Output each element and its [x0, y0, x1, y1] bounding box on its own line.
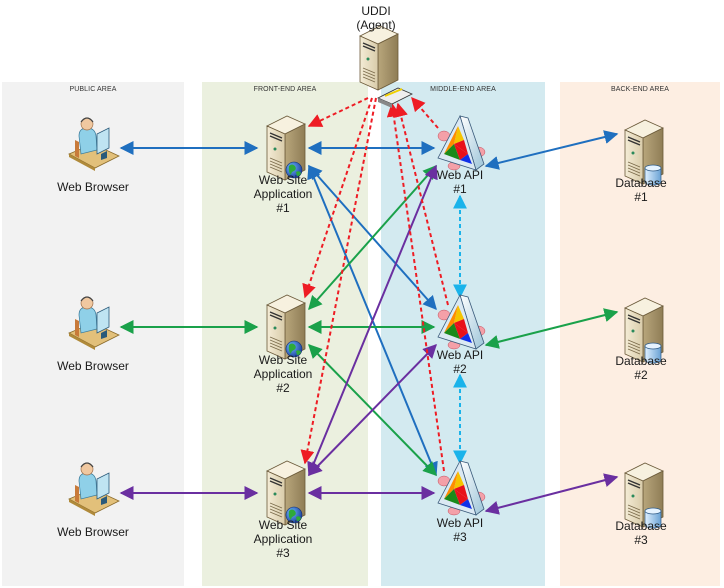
- web-api-icon-2[interactable]: [437, 293, 486, 350]
- database-cylinder-icon: [644, 507, 662, 529]
- webapp-3-label-line1: Web Site: [258, 518, 308, 532]
- connector-api-1-to-agent: [411, 96, 439, 129]
- globe-icon: [285, 506, 303, 524]
- webapp-1-label-line1: Web Site: [258, 173, 308, 187]
- webapp-2-label-line1: Web Site: [258, 353, 308, 367]
- webapp-1-label-line2: Application: [253, 187, 313, 201]
- registry-tray-icon: [377, 87, 413, 108]
- api-1-label: Web API #1: [437, 168, 483, 196]
- api-1-label-line1: Web API: [436, 168, 484, 182]
- agent-label: UDDI (Agent): [356, 4, 395, 32]
- webapp-3-label: Web Site Application #3: [254, 518, 313, 560]
- web-browser-user-icon-3[interactable]: [68, 462, 120, 516]
- db-1-label-line2: #1: [634, 190, 648, 204]
- web-browser-user-icon-2[interactable]: [68, 296, 120, 350]
- connector-api-1-to-db-1: [484, 130, 619, 170]
- connector-webapp-3-to-api-2: [308, 343, 437, 477]
- browser-3-label: Web Browser: [57, 525, 129, 539]
- db-3-label-line1: Database: [615, 519, 667, 533]
- web-api-icon-3[interactable]: [437, 459, 486, 516]
- lane-title-middle-end: MIDDLE-END AREA: [430, 86, 496, 93]
- icon-layer: [68, 25, 664, 529]
- webapp-1-label: Web Site Application #1: [254, 173, 313, 215]
- connector-layer: [119, 96, 619, 515]
- db-1-label: Database #1: [615, 176, 666, 204]
- webapp-2-label-line2: Application: [253, 367, 313, 381]
- api-3-label-line2: #3: [453, 530, 467, 544]
- db-2-label-line1: Database: [615, 354, 667, 368]
- web-browser-user-icon-1[interactable]: [68, 117, 120, 171]
- globe-icon: [285, 161, 303, 179]
- api-2-label-line1: Web API: [436, 348, 484, 362]
- db-2-label-line2: #2: [634, 368, 648, 382]
- webapp-2-label-line3: #2: [276, 381, 290, 395]
- api-2-label-line2: #2: [453, 362, 467, 376]
- globe-icon: [285, 340, 303, 358]
- connector-api-2-to-db-2: [484, 308, 619, 349]
- connector-api-3-to-db-3: [484, 473, 619, 515]
- connector-api-3-to-agent: [386, 102, 445, 472]
- web-site-application-server-icon-3[interactable]: [266, 460, 306, 526]
- browser-1-label: Web Browser: [57, 180, 129, 194]
- db-1-label-line1: Database: [615, 176, 667, 190]
- api-3-label: Web API #3: [437, 516, 483, 544]
- db-2-label: Database #2: [615, 354, 666, 382]
- web-api-icon-1[interactable]: [437, 114, 486, 171]
- database-cylinder-icon: [644, 164, 662, 186]
- database-server-icon-2[interactable]: [624, 297, 664, 364]
- database-server-icon-3[interactable]: [624, 462, 664, 529]
- webapp-3-label-line3: #3: [276, 546, 290, 560]
- browser-2-label: Web Browser: [57, 359, 129, 373]
- database-server-icon-1[interactable]: [624, 119, 664, 186]
- webapp-1-label-line3: #1: [276, 201, 290, 215]
- agent-label-line1: UDDI: [361, 4, 391, 18]
- uddi-agent-server[interactable]: [359, 25, 399, 91]
- api-3-label-line1: Web API: [436, 516, 484, 530]
- db-3-label-line2: #3: [634, 533, 648, 547]
- db-3-label: Database #3: [615, 519, 666, 547]
- lane-title-front-end: FRONT-END AREA: [253, 86, 317, 93]
- connector-agent-to-webapp-3: [300, 97, 377, 465]
- agent-label-line2: (Agent): [356, 18, 396, 32]
- webapp-2-label: Web Site Application #2: [254, 353, 313, 395]
- api-1-label-line2: #1: [453, 182, 467, 196]
- api-2-label: Web API #2: [437, 348, 483, 376]
- lane-title-public: PUBLIC AREA: [69, 86, 117, 93]
- database-cylinder-icon: [644, 342, 662, 364]
- connector-agent-to-webapp-1: [307, 97, 369, 127]
- connector-agent-to-webapp-2: [302, 97, 373, 299]
- web-site-application-server-icon-1[interactable]: [266, 115, 306, 181]
- lane-title-back-end: BACK-END AREA: [610, 86, 670, 93]
- webapp-3-label-line2: Application: [253, 532, 313, 546]
- web-site-application-server-icon-2[interactable]: [266, 294, 306, 360]
